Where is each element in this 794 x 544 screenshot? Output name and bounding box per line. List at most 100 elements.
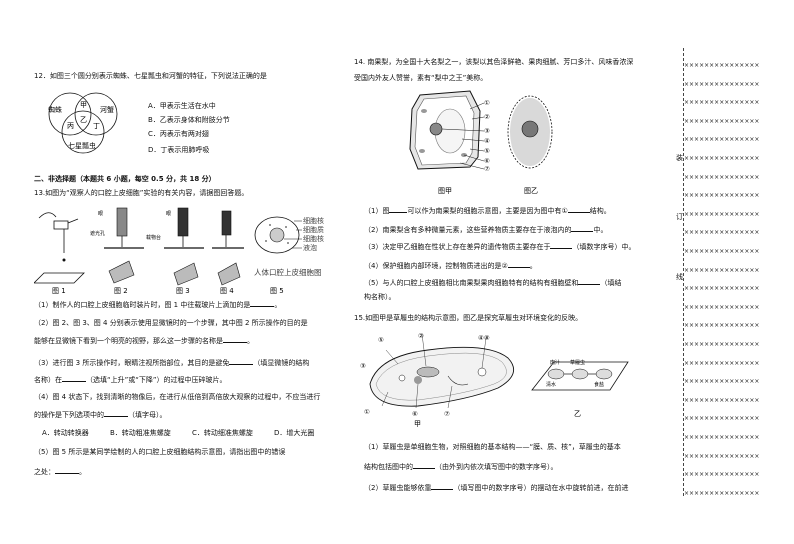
binding-star-row: ××××××××××××××× bbox=[684, 210, 760, 218]
jia-num-48: ④⑧ bbox=[478, 334, 490, 342]
q14-3-blank[interactable] bbox=[550, 240, 573, 249]
binding-star-row: ××××××××××××××× bbox=[684, 155, 760, 162]
venn-ding: 丁 bbox=[93, 122, 100, 130]
fig3-eye: 眼 bbox=[166, 211, 171, 217]
binding-star-row: ××××××××××××××× bbox=[684, 99, 760, 107]
jia-num-6: ⑥ bbox=[412, 410, 418, 418]
section-2-heading: 二、非选择题（本题共 6 小题，每空 0.5 分，共 18 分） bbox=[34, 175, 216, 183]
binding-star-row: ××××××××××××××× bbox=[684, 80, 760, 88]
q13-2-line2: 能够在显微镜下看到一个明亮的视野，那么这一步骤的名称是。 bbox=[34, 334, 254, 346]
q13-4-option-d: D．增大光圈 bbox=[274, 429, 315, 437]
q14-1-blank-2[interactable] bbox=[567, 204, 590, 213]
fig4-label: 图 4 bbox=[220, 287, 234, 295]
binding-char-zhuang: 装 bbox=[676, 153, 683, 163]
venn-bing: 丙 bbox=[67, 122, 74, 130]
venn-jia: 甲 bbox=[80, 101, 87, 109]
paramecium-icon bbox=[369, 333, 515, 409]
q14-cell-figures: ① ② ③ ④ ⑤ ⑥ ⑦ 图甲 图乙 bbox=[409, 90, 553, 195]
binding-star-row: ××××××××××××××× bbox=[684, 452, 760, 460]
q15-stem: 15.如图甲是草履虫的结构示意图，图乙是探究草履虫对环境变化的反映。 bbox=[354, 314, 583, 322]
plant-cell-icon bbox=[409, 90, 485, 170]
q12-stem: 12．如图三个圆分别表示蜘蛛、七星瓢虫和河蟹的特征，下列说法正确的是 bbox=[34, 72, 267, 80]
yi-water: 清水 bbox=[546, 381, 556, 388]
binding-star-row: ××××××××××××××× bbox=[684, 192, 760, 200]
animal-cell-icon bbox=[507, 95, 553, 169]
q15-1-line1: （1）草履虫是单细胞生物，对照细胞的基本结构——“膜、质、核”，草履虫的基本 bbox=[364, 443, 621, 451]
q14-5-line1: （5）与人的口腔上皮细胞相比南果梨果肉细胞特有的结构有细胞壁和（填结 bbox=[364, 276, 621, 288]
fig5-label: 图 5 bbox=[270, 287, 284, 295]
q14-1-blank-1[interactable] bbox=[389, 204, 408, 213]
q13-1: （1）制作人的口腔上皮细胞临时装片时，图 1 中往载玻片上滴加的是。 bbox=[34, 298, 281, 310]
fig-yi: 图乙 bbox=[524, 187, 538, 195]
jia-num-3: ③ bbox=[360, 362, 366, 370]
binding-star-row: ××××××××××××××× bbox=[684, 229, 760, 237]
q13-stem: 13.如图为“观察人的口腔上皮细胞”实验的有关内容，请据图回答题。 bbox=[34, 189, 249, 197]
q13-1-blank[interactable] bbox=[250, 298, 275, 307]
fig4-microscope-icon bbox=[212, 210, 244, 286]
binding-star-row: ××××××××××××××× bbox=[684, 285, 760, 293]
q13-2-line1: （2）图 2、图 3、图 4 分别表示使用显微镜时的一个步骤，其中图 2 所示操… bbox=[34, 319, 308, 327]
num-7: ⑦ bbox=[484, 165, 490, 173]
q13-3-line1: （3）进行图 3 所示操作时，眼睛注视所指部位，其目的是避免（填显微镜的结构 bbox=[34, 356, 309, 368]
fig5-label-3: 细胞核 bbox=[303, 234, 324, 243]
q13-4-blank[interactable] bbox=[104, 408, 128, 417]
q13-5-blank[interactable] bbox=[55, 465, 79, 474]
q13-2-blank[interactable] bbox=[223, 334, 247, 343]
q14-5-line2: 构名称）。 bbox=[364, 293, 396, 301]
q14-2: （2）南果梨含有多种微量元素，这些营养物质主要存在于液泡内的中。 bbox=[364, 223, 607, 235]
binding-star-row: ××××××××××××××× bbox=[684, 434, 760, 441]
num-1: ① bbox=[484, 99, 490, 107]
venn-circle-ladybug bbox=[61, 110, 105, 154]
fig5-label-4: 液泡 bbox=[303, 243, 317, 252]
venn-spider: 蜘蛛 bbox=[48, 105, 62, 114]
q13-4-option-a: A．转动转换器 bbox=[42, 429, 89, 437]
experiment-slide-icon bbox=[531, 361, 629, 391]
fig2-light: 遮光孔 bbox=[90, 230, 105, 237]
q13-4-line1: （4）图 4 状态下，找到清晰的物像后，在进行从低倍到高倍放大观察的过程中，不应… bbox=[34, 393, 321, 401]
q13-3-blank-2[interactable] bbox=[62, 373, 86, 382]
q13-4-option-b: B．转动粗准焦螺旋 bbox=[110, 429, 171, 437]
binding-star-row: ××××××××××××××× bbox=[684, 62, 760, 69]
q12-option-c: C．丙表示有两对翅 bbox=[148, 130, 209, 138]
q14-2-blank[interactable] bbox=[571, 223, 594, 232]
q14-3: （3）决定甲乙细胞在性状上存在差异的遗传物质主要存在于（填数字序号）中。 bbox=[364, 240, 635, 252]
q15-2: （2）草履虫能够依靠（填写图中的数字序号）的摆动在水中旋转前进，在前进 bbox=[364, 481, 628, 493]
q15-2-blank[interactable] bbox=[431, 481, 454, 490]
num-5: ⑤ bbox=[484, 147, 490, 155]
q13-5-line1: （5）图 5 所示是某同学绘制的人的口腔上皮细胞结构示意图，请指出图中的错误 bbox=[34, 448, 286, 456]
q14-4-blank[interactable] bbox=[507, 259, 530, 268]
q13-3-blank-1[interactable] bbox=[229, 356, 254, 365]
fig2-label: 图 2 bbox=[114, 287, 128, 295]
fig2-eye: 眼 bbox=[98, 211, 103, 217]
fig5-caption: 人体口腔上皮细胞图 bbox=[254, 267, 322, 277]
binding-star-row: ××××××××××××××× bbox=[684, 359, 760, 367]
venn-diagram: 蜘蛛 河蟹 七星瓢虫 甲 乙 丙 丁 bbox=[48, 92, 118, 154]
fig5-cheek-cell-icon: 细胞核 细胞质 细胞核 液泡 人体口腔上皮细胞图 bbox=[254, 216, 324, 277]
q14-4: （4）保护细胞内部环境，控制物质进出的是②。 bbox=[364, 259, 537, 271]
jia-num-7: ⑦ bbox=[444, 410, 450, 418]
q14-stem-line2: 受国内外友人赞誉，素有“梨中之王”美称。 bbox=[354, 74, 488, 82]
q13-4-line2: 的操作是下列选项中的（填字母）。 bbox=[34, 408, 167, 420]
binding-star-row: ××××××××××××××× bbox=[684, 471, 760, 479]
binding-star-row: ××××××××××××××× bbox=[684, 415, 760, 423]
q14-5-blank[interactable] bbox=[578, 276, 601, 285]
fig1-dropper-icon bbox=[34, 212, 85, 284]
q12-option-b: B．乙表示身体和附肢分节 bbox=[148, 116, 230, 124]
yi-ladybug: 草履虫 bbox=[570, 359, 585, 366]
q15-1-blank[interactable] bbox=[413, 460, 435, 469]
fig3-microscope-icon: 眼 bbox=[164, 207, 204, 286]
num-4: ④ bbox=[484, 137, 490, 145]
q15-1-line2: 结构包括图中的（由外到内依次填写图中的数字序号）。 bbox=[364, 460, 558, 472]
fig2-stage: 载物台 bbox=[146, 234, 161, 241]
q14-stem-line1: 14. 南果梨，为全国十大名梨之一，该梨以其色泽鲜艳、果肉细腻、芳口多汁、风味香… bbox=[354, 58, 634, 66]
binding-star-row: ××××××××××××××× bbox=[684, 322, 760, 330]
fig2-microscope-icon: 眼 遮光孔 载物台 bbox=[90, 207, 161, 284]
binding-star-row: ××××××××××××××× bbox=[684, 117, 760, 125]
jia-num-5: ⑤ bbox=[378, 336, 384, 344]
binding-star-row: ××××××××××××××× bbox=[684, 266, 760, 274]
q12-option-a: A．甲表示生活在水中 bbox=[148, 102, 216, 110]
q12-option-d: D．丁表示用肺呼吸 bbox=[148, 146, 210, 154]
binding-star-row: ××××××××××××××× bbox=[684, 136, 760, 144]
binding-star-row: ××××××××××××××× bbox=[684, 248, 760, 255]
